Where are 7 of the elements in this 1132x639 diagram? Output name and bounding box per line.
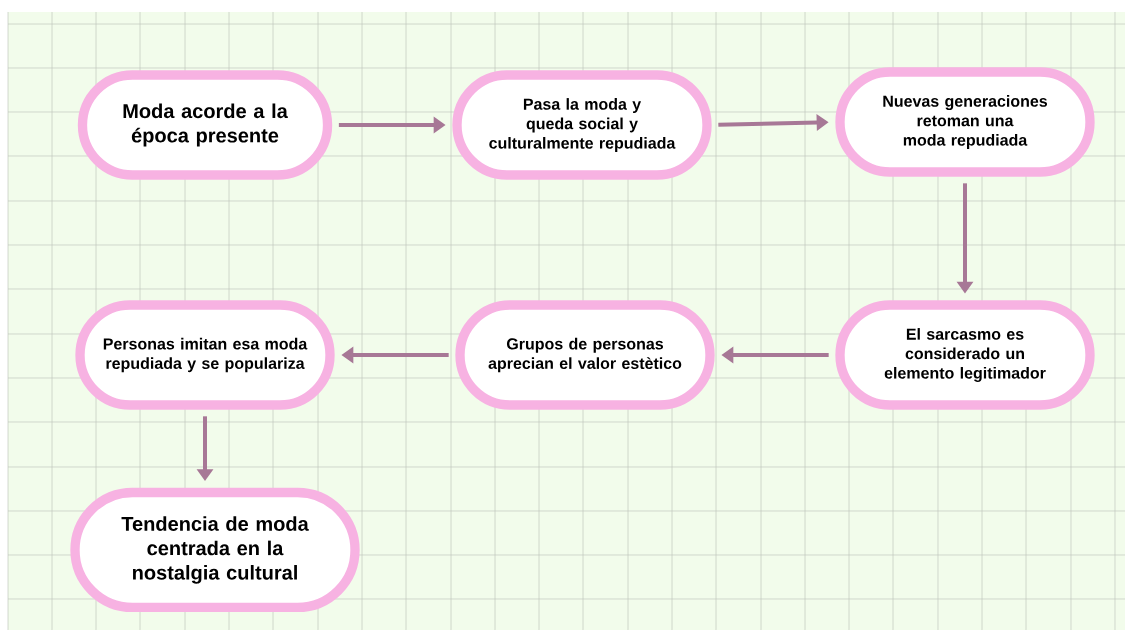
process-box: Pasa la moda y queda social y culturalmente repudiada: [452, 70, 712, 180]
process-box: Moda acorde a la época presente: [77, 70, 333, 180]
process-box: Personas imitan esa moda repudiada y se populariza: [75, 300, 335, 410]
process-box: Grupos de personas aprecian el valor estètico: [455, 300, 715, 410]
process-box: El sarcasmo es considerado un elemento legitimador: [835, 300, 1095, 410]
process-box: Tendencia de moda centrada en la nostalgia cultural: [70, 487, 360, 613]
process-box: Nuevas generaciones retoman una moda repudiada: [835, 67, 1095, 177]
